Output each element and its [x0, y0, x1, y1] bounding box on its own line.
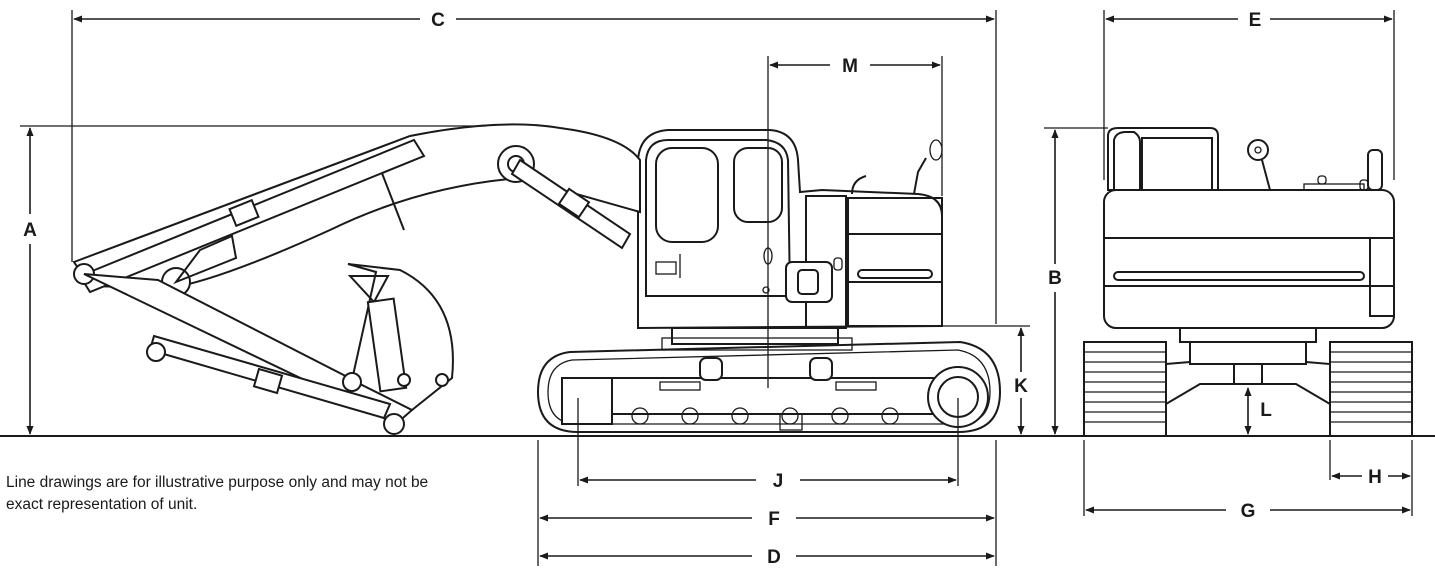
front-view-excavator	[1083, 127, 1413, 437]
dim-label-j: J	[773, 471, 784, 492]
side-arm-bucket	[83, 263, 454, 435]
dim-label-m: M	[842, 56, 858, 77]
dim-label-k: K	[1014, 376, 1028, 397]
extension-lines	[20, 10, 1413, 566]
dim-label-h: H	[1368, 467, 1382, 488]
dim-label-b: B	[1048, 268, 1062, 289]
dim-label-e: E	[1249, 10, 1262, 31]
disclaimer-note: Line drawings are for illustrative purpo…	[6, 474, 429, 513]
dim-label-c: C	[431, 10, 445, 31]
dim-label-g: G	[1241, 501, 1256, 522]
dim-label-a: A	[23, 220, 37, 241]
side-carbody	[671, 327, 839, 345]
side-view-excavator	[72, 123, 1002, 435]
side-track	[536, 340, 1002, 433]
dim-label-l: L	[1260, 400, 1272, 421]
side-boom	[72, 123, 641, 297]
side-upper-structure	[637, 129, 943, 330]
dim-label-f: F	[768, 509, 780, 530]
dim-label-d: D	[767, 547, 781, 568]
